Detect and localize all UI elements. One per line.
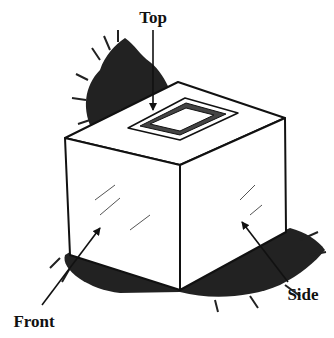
face-label: Top: [139, 9, 167, 26]
shadow-hatching: [50, 30, 326, 312]
side-face: [180, 118, 286, 290]
face-label: Front: [13, 313, 54, 330]
face-label: Side: [287, 286, 318, 303]
stone-block: [65, 82, 286, 290]
leader-arrows: [42, 30, 288, 305]
front-face: [65, 138, 180, 290]
recess-inner: [150, 108, 214, 131]
front-arrow: [42, 228, 100, 305]
surface-marks: [95, 185, 262, 230]
side-arrow: [242, 222, 288, 282]
top-recess: [128, 98, 238, 140]
top-arrow: [152, 30, 154, 110]
